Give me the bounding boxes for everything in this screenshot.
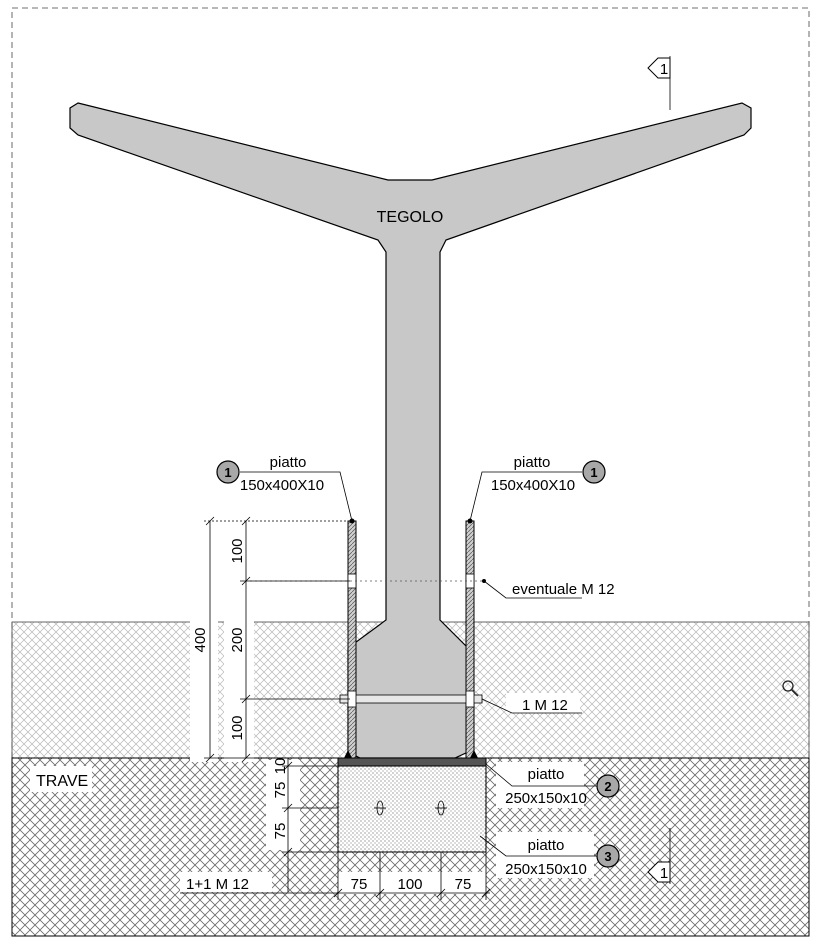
callout-plate-right-badge: 1 xyxy=(590,465,597,480)
dim-base-75a: 75 xyxy=(272,782,289,799)
callout-plate-right: 1 piatto 150x400X10 xyxy=(469,454,606,522)
dim-bot-100: 100 xyxy=(229,715,246,740)
callout-plate-top-line2: 250x150x10 xyxy=(505,790,587,807)
dim-horiz-75-left: 75 xyxy=(351,876,368,893)
plate-right xyxy=(465,520,475,759)
callout-plate-right-line2: 150x400X10 xyxy=(491,477,575,494)
callout-plate-top-badge: 2 xyxy=(604,779,611,794)
dim-400: 400 xyxy=(192,627,209,652)
trave-label: TRAVE xyxy=(36,773,88,790)
section-mark-top: 1 xyxy=(647,56,671,110)
callout-plate-top: piatto 250x150x10 2 xyxy=(485,763,620,807)
callout-plate-bottom-line1: piatto xyxy=(528,837,565,854)
weld-left xyxy=(344,750,352,758)
base-plate-3 xyxy=(337,765,487,853)
weld-right xyxy=(470,750,478,758)
dim-top-100: 100 xyxy=(229,538,246,563)
dim-horiz-75-right: 75 xyxy=(455,876,472,893)
callout-plate-right-line1: piatto xyxy=(514,454,551,471)
bolt-bar xyxy=(339,694,483,704)
section-mark-bottom: 1 xyxy=(647,828,671,884)
callout-plate-bottom-badge: 3 xyxy=(604,849,611,864)
magnifier-icon[interactable] xyxy=(782,680,799,697)
callout-plate-left: 1 piatto 150x400X10 xyxy=(216,454,353,522)
tegolo-label: TEGOLO xyxy=(377,209,444,226)
section-mark-top-label: 1 xyxy=(660,61,668,78)
callout-plate-left-line1: piatto xyxy=(270,454,307,471)
dim-base-10: 10 xyxy=(272,758,289,775)
bolt-label: 1 M 12 xyxy=(522,697,568,714)
callout-plate-left-line2: 150x400X10 xyxy=(240,477,324,494)
vertical-dimension: 400 100 200 100 xyxy=(192,516,350,763)
section-mark-bottom-label: 1 xyxy=(660,865,668,882)
plate-left xyxy=(347,520,357,759)
base-dimension: 10 75 75 xyxy=(272,757,338,892)
callout-plate-left-badge: 1 xyxy=(224,465,231,480)
anchor-label: 1+1 M 12 xyxy=(186,876,249,893)
dim-horiz-100: 100 xyxy=(397,876,422,893)
callout-plate-top-line1: piatto xyxy=(528,766,565,783)
callout-plate-bottom-line2: 250x150x10 xyxy=(505,861,587,878)
base-plate-2 xyxy=(337,757,487,767)
dim-mid-200: 200 xyxy=(229,627,246,652)
bolt-hole-right xyxy=(465,690,475,708)
eventuale-label: eventuale M 12 xyxy=(512,581,615,598)
callout-plate-bottom: piatto 250x150x10 3 xyxy=(479,835,620,878)
dim-base-75b: 75 xyxy=(272,823,289,840)
horizontal-dimension: 75 100 75 xyxy=(180,852,491,900)
